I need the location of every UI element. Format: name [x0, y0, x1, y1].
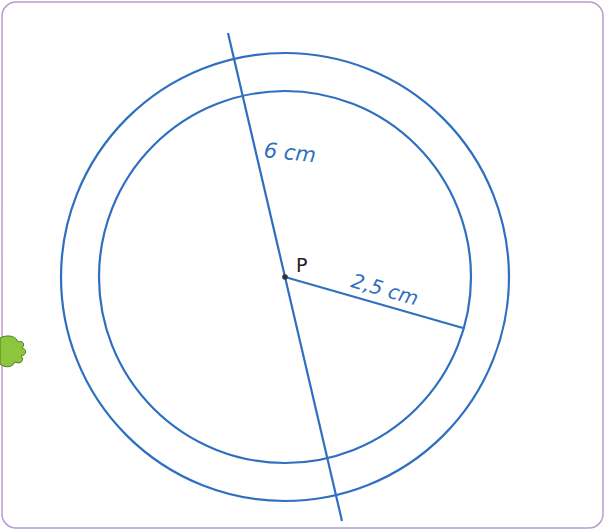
- outer-circle: [61, 53, 509, 501]
- frog-hand: [0, 336, 26, 367]
- dimension-label: 2,5 cm: [349, 270, 421, 308]
- center-point: [282, 274, 288, 280]
- point-label: P: [296, 256, 307, 275]
- dimension-label: 6 cm: [263, 140, 317, 166]
- inner-circle: [99, 91, 471, 463]
- diameter-line: [228, 33, 342, 521]
